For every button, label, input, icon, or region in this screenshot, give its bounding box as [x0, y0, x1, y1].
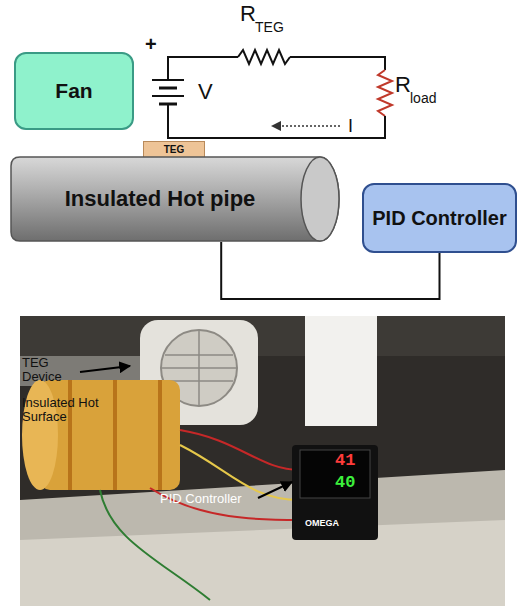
- resistor-subscript: load: [410, 91, 436, 106]
- resistor-label: R: [395, 73, 411, 97]
- controller-box: PID Controller: [362, 183, 517, 253]
- photo: [20, 316, 505, 606]
- display-value: 41: [335, 452, 355, 471]
- node-text: TEG: [164, 143, 185, 156]
- resistor-symbol: [238, 50, 290, 64]
- leader-arrow: [258, 482, 292, 498]
- leader-arrow: [80, 366, 130, 372]
- node-text: Insulated Hot pipe: [65, 186, 256, 211]
- node-text: Fan: [55, 79, 92, 103]
- voltage-label: V: [198, 80, 213, 104]
- current-arrow: [272, 125, 340, 127]
- display-value: 40: [335, 474, 355, 493]
- fan-box: Fan: [14, 52, 134, 130]
- node-text: PID Controller: [372, 207, 506, 230]
- resistor-subscript: TEG: [255, 20, 284, 35]
- polarity-sign: +: [145, 33, 157, 55]
- resistor-label: R: [240, 2, 256, 26]
- controller-photo: [292, 445, 378, 540]
- battery-symbol: [152, 80, 184, 104]
- brand-label: OMEGA: [305, 519, 339, 529]
- photo-label: Insulated Hot Surface: [22, 396, 112, 425]
- photo-label: TEG Device: [22, 356, 78, 385]
- paper-roll: [305, 316, 377, 426]
- pipe-cylinder: Insulated Hot pipe: [10, 156, 340, 242]
- teg-box: TEG: [143, 141, 205, 158]
- photo-label: PID Controller: [160, 492, 242, 506]
- resistor-symbol: [378, 70, 392, 116]
- current-label: I: [348, 117, 353, 137]
- circuit: [152, 50, 392, 138]
